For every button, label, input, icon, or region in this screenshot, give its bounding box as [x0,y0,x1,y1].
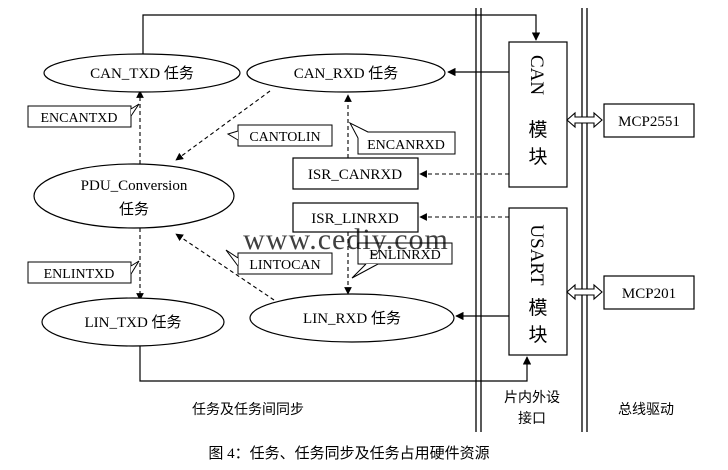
usart-driver-link [566,283,603,301]
isr-canrxd-label: ISR_CANRXD [308,167,402,183]
usart-module-text-1: USART [526,224,547,286]
lin-rxd-task-label: LIN_RXD 任务 [303,310,401,327]
pdu-conversion-label-2: 任务 [119,201,149,218]
section-interface-label-2: 接口 [518,410,546,427]
can-module-text-1: CAN [526,55,547,95]
lin-rxd-task: LIN_RXD 任务 [249,293,455,343]
label-encanrxd: ENCANRXD [348,121,456,155]
label-lintocan-text: LINTOCAN [249,258,320,273]
can-txd-task: CAN_TXD 任务 [43,53,241,93]
can-txd-task-label: CAN_TXD 任务 [90,65,194,82]
can-driver-link [566,111,603,129]
isr-linrxd-label: ISR_LINRXD [311,211,399,227]
figure-caption: 图 4：任务、任务同步及任务占用硬件资源 [208,445,489,462]
section-tasks-label: 任务及任务间同步 [192,402,304,418]
dashed-arrows [136,90,509,301]
label-encantxd-text: ENCANTXD [41,111,118,126]
can-module-text-3: 块 [528,146,547,168]
isr-linrxd-box: ISR_LINRXD [292,202,419,233]
label-cantolin-text: CANTOLIN [249,130,320,145]
pdu-conversion-task: PDU_Conversion 任务 [33,163,235,229]
section-bus-driver-label: 总线驱动 [618,402,674,418]
usart-module-text-3: 块 [528,324,547,346]
can-module-text-2: 模 [528,119,547,141]
mcp2551-box: MCP2551 [603,103,695,138]
label-lintocan: LINTOCAN [225,249,333,275]
watermark-text: www.cediy.com [243,223,449,256]
label-encantxd: ENCANTXD [27,103,140,128]
pdu-conversion-label-1: PDU_Conversion [81,178,188,194]
loop-can-txd-to-can-module [142,14,541,54]
label-enlinrxd-text: ENLINRXD [369,248,441,263]
separator-lines [475,8,588,432]
mcp201-box: MCP201 [603,275,695,310]
can-rxd-task: CAN_RXD 任务 [246,53,446,93]
label-enlintxd: ENLINTXD [27,260,140,284]
label-cantolin: CANTOLIN [226,124,333,147]
lin-txd-task-label: LIN_TXD 任务 [84,314,181,331]
label-enlinrxd: ENLINRXD [351,242,453,279]
mcp201-label: MCP201 [622,286,676,302]
isr-canrxd-box: ISR_CANRXD [292,157,419,190]
lin-txd-task: LIN_TXD 任务 [41,297,225,347]
mcp2551-label: MCP2551 [618,114,680,130]
label-encanrxd-text: ENCANRXD [367,138,445,153]
can-module: CAN 模 块 [508,41,568,188]
can-rxd-task-label: CAN_RXD 任务 [294,65,399,82]
usart-module-text-2: 模 [528,297,547,319]
loop-lin-txd-to-usart-module [139,346,532,382]
usart-module: USART 模 块 [508,207,568,356]
section-interface-label-1: 片内外设 [504,390,560,406]
label-enlintxd-text: ENLINTXD [44,267,115,282]
